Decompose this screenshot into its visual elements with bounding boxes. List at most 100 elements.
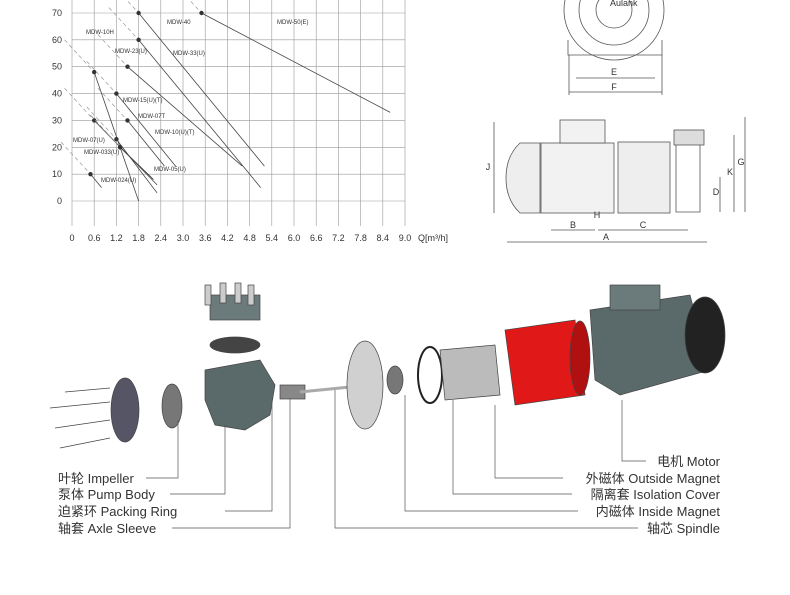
- curve-dashed: [64, 39, 95, 73]
- x-axis-label: Q[m³/h]: [418, 233, 448, 243]
- x-tick: 7.8: [354, 233, 367, 243]
- curve-dashed: [126, 0, 139, 14]
- curve-label: MDW-033(U): [84, 150, 119, 156]
- y-tick: 70: [52, 8, 62, 18]
- curve-line: [116, 138, 158, 194]
- curve-label: MDW-23(U): [115, 49, 147, 55]
- curve-label: MDW-07(U): [73, 138, 105, 144]
- curve-line: [127, 66, 243, 167]
- curve-point: [199, 10, 204, 16]
- curve-point: [88, 171, 93, 177]
- motor: [589, 294, 711, 396]
- flange: [346, 340, 384, 430]
- x-tick: 4.8: [243, 233, 256, 243]
- y-tick: 60: [52, 35, 62, 45]
- x-tick: 8.4: [377, 233, 390, 243]
- dimension-letter: B: [570, 220, 576, 230]
- dimension-letter: J: [486, 162, 491, 172]
- curve-line: [138, 12, 265, 167]
- label-pump-body: 泵体 Pump Body: [58, 487, 155, 502]
- curve-label: MDW-05(U): [154, 167, 186, 173]
- x-tick: 0.6: [88, 233, 101, 243]
- curve-line: [138, 39, 262, 188]
- impeller-housing: [110, 377, 140, 443]
- x-tick: 2.4: [155, 233, 168, 243]
- curve-point: [125, 64, 130, 69]
- dimension-letter: C: [640, 220, 647, 230]
- x-tick: 7.2: [332, 233, 345, 243]
- curve-dashed: [60, 141, 91, 175]
- curve-point: [117, 145, 123, 150]
- curve-label: MDW-40: [167, 20, 191, 26]
- curve-label: MDW-10H: [86, 30, 114, 36]
- label-spindle: 轴芯 Spindle: [647, 521, 720, 536]
- x-tick: 4.2: [221, 233, 234, 243]
- y-tick: 40: [52, 89, 62, 99]
- curve-label: MDW-10(U)(T): [155, 130, 195, 136]
- dimension-letter: D: [713, 187, 720, 197]
- x-tick: 3.6: [199, 233, 212, 243]
- x-tick: 1.8: [132, 233, 145, 243]
- x-tick: 9.0: [399, 233, 412, 243]
- curve-line: [201, 12, 391, 113]
- curve-dashed: [97, 87, 128, 121]
- y-tick: 30: [52, 115, 62, 125]
- y-tick: 20: [52, 142, 62, 152]
- curve-point: [114, 137, 119, 142]
- impeller: [161, 383, 183, 429]
- curve-point: [136, 37, 141, 43]
- dimension-letter: F: [611, 82, 617, 92]
- curve-line: [119, 146, 154, 180]
- x-tick: 0: [69, 233, 74, 243]
- brand-text: Aulank: [610, 0, 638, 8]
- label-isolation-cover: 隔离套 Isolation Cover: [590, 487, 720, 502]
- dimension-letter: K: [727, 167, 733, 177]
- pump-body: [204, 359, 276, 431]
- label-motor: 电机 Motor: [657, 454, 720, 469]
- isolation-cover: [439, 344, 501, 401]
- curve-point: [114, 91, 119, 96]
- x-tick: 5.4: [266, 233, 279, 243]
- label-outside-magnet: 外磁体 Outside Magnet: [585, 471, 720, 486]
- curve-label: MDW-15(U)(T): [123, 98, 163, 104]
- curve-point: [136, 10, 141, 16]
- curve-dashed: [64, 87, 95, 121]
- curve-label: MDW-024(U): [101, 178, 136, 184]
- curve-label: MDW-50(E): [277, 20, 309, 26]
- dimension-letter: A: [603, 232, 609, 242]
- curve-point: [92, 69, 97, 75]
- x-tick: 6.6: [310, 233, 323, 243]
- outside-magnet: [504, 319, 586, 406]
- dimension-drawing: Aulank EF J B H C A DKG: [486, 0, 746, 243]
- x-tick: 6.0: [288, 233, 301, 243]
- y-tick: 0: [57, 196, 62, 206]
- label-axle-sleeve: 轴套 Axle Sleeve: [58, 521, 157, 536]
- curve-dashed: [86, 61, 117, 94]
- curve-point: [125, 118, 130, 123]
- x-tick: 3.0: [177, 233, 190, 243]
- curve-dashed: [189, 0, 202, 14]
- curve-label: MDW-07T: [138, 114, 166, 120]
- y-tick: 50: [52, 62, 62, 72]
- curve-point: [92, 118, 97, 123]
- curve-dashed: [86, 106, 117, 140]
- curve-dashed: [90, 114, 121, 148]
- curve-line: [116, 93, 176, 167]
- curve-dashed: [108, 7, 139, 41]
- dimension-letter: G: [737, 157, 744, 167]
- curve-line: [93, 71, 139, 202]
- curve-line: [90, 173, 102, 188]
- label-packing-ring: 迫紧环 Packing Ring: [58, 504, 178, 519]
- dimension-letter: E: [611, 67, 617, 77]
- curve-label: MDW-33(U): [173, 51, 205, 57]
- label-inside-magnet: 内磁体 Inside Magnet: [595, 504, 720, 519]
- curve-dashed: [97, 34, 128, 67]
- y-tick: 10: [52, 169, 62, 179]
- label-impeller: 叶轮 Impeller: [58, 471, 134, 486]
- performance-chart: 0 0.6 1.2 1.8 2.4 3.0 3.6 4.2 4.8 5.4 6.0 6.6 7.2 7.8…: [52, 0, 448, 243]
- dimension-letter: H: [594, 210, 601, 220]
- x-tick: 1.2: [110, 233, 123, 243]
- curve-line: [127, 120, 165, 167]
